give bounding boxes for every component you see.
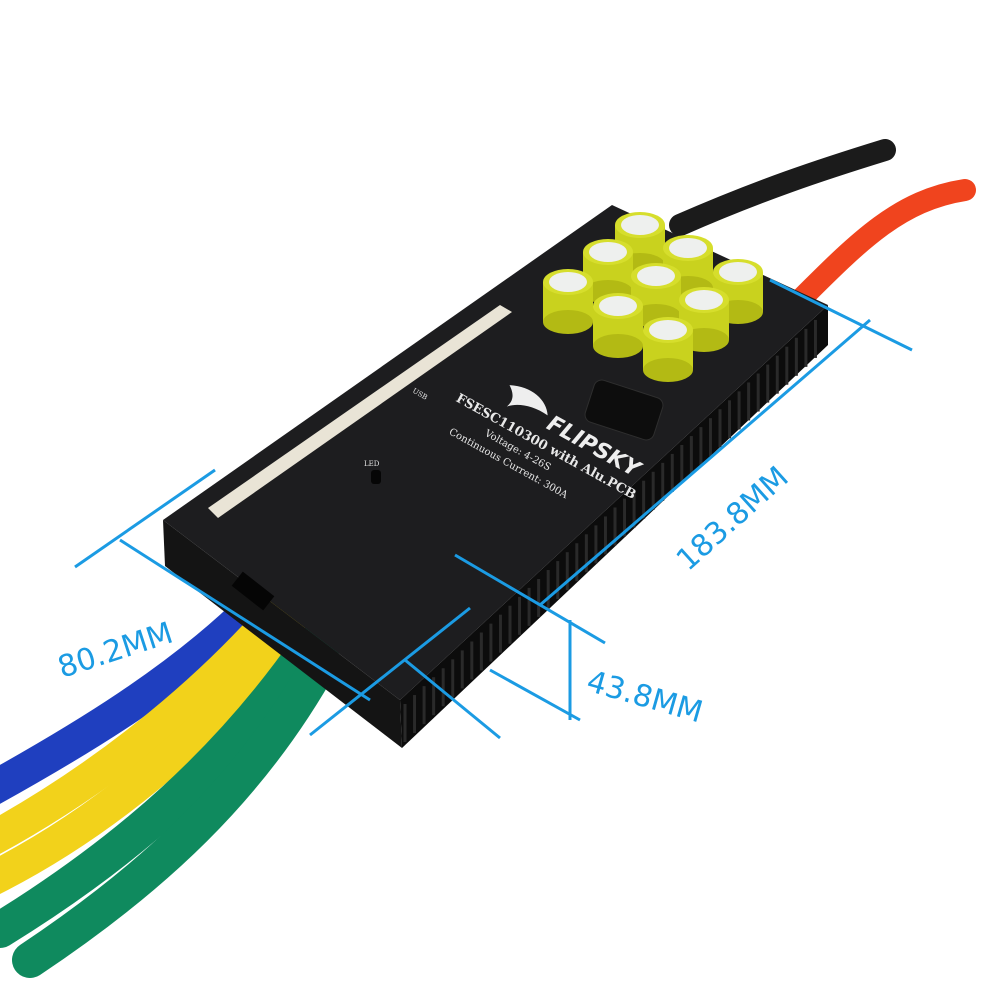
capacitor	[593, 293, 643, 358]
power-button[interactable]	[583, 378, 665, 442]
capacitor	[543, 269, 593, 334]
capacitor	[679, 287, 729, 352]
housing-left-face	[163, 520, 402, 748]
phase-wires	[0, 588, 340, 978]
led-window	[371, 470, 381, 484]
wire-port	[231, 571, 275, 611]
connector-header	[208, 305, 512, 518]
capacitors	[543, 212, 763, 382]
dimension-lines	[74, 278, 913, 740]
black-wire	[669, 139, 896, 236]
flipsky-logo-icon	[506, 385, 548, 416]
height-dimension-label: 43.8MM	[583, 664, 707, 730]
led-label: LED	[364, 460, 380, 468]
red-wire	[789, 179, 976, 311]
capacitor	[643, 317, 693, 382]
